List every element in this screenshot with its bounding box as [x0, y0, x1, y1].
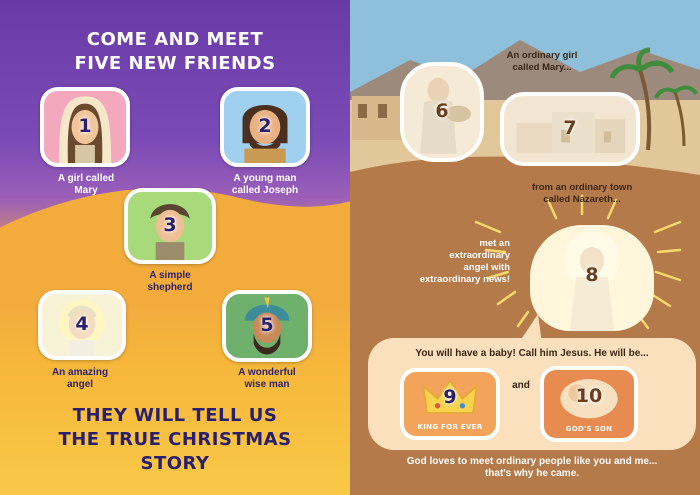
caption-line: A girl called — [57, 173, 115, 184]
text-line: from an ordinary town — [531, 182, 633, 193]
friend-tile-wise-man: 5 — [222, 290, 312, 362]
caption-line: A young man — [233, 173, 297, 184]
headline-intro: COME AND MEET FIVE NEW FRIENDS — [0, 28, 350, 76]
story-number-7: 7 — [563, 116, 577, 139]
friend-tile-joseph: 2 — [220, 87, 310, 167]
text-line: An ordinary girl — [506, 50, 578, 61]
friend-number-1: 1 — [78, 114, 92, 137]
friend-number-4: 4 — [75, 312, 89, 335]
friend-tile-shepherd: 3 — [124, 188, 216, 264]
friend-caption-angel: An amazing angel — [34, 367, 126, 391]
friend-caption-shepherd: A simple shepherd — [124, 270, 216, 294]
wise-man-illustration — [244, 297, 290, 355]
caption-line: A simple — [149, 270, 191, 281]
intro-text: An ordinary girl called Mary... — [472, 50, 612, 74]
closing-text: God loves to meet ordinary people like y… — [368, 456, 696, 480]
headline-intro-line-2: FIVE NEW FRIENDS — [74, 53, 276, 74]
angel-illustration — [58, 299, 106, 356]
story-number-9: 9 — [443, 385, 457, 408]
friend-number-3: 3 — [163, 213, 177, 236]
text-line: called Mary... — [512, 62, 572, 73]
mary-illustration — [58, 96, 112, 163]
friend-number-2: 2 — [258, 114, 272, 137]
caption-line: An amazing — [51, 367, 109, 378]
mary-with-basket-illustration — [420, 77, 471, 154]
story-panel-town: 7 — [500, 92, 640, 166]
speech-text: You will have a baby! Call him Jesus. He… — [415, 348, 649, 359]
headline-closing-line-2: THE TRUE CHRISTMAS — [58, 429, 292, 450]
headline-closing-line-3: STORY — [140, 453, 210, 474]
text-line: that's why he came. — [484, 468, 580, 479]
text-line: extraordinary news! — [419, 274, 510, 285]
text-line: God loves to meet ordinary people like y… — [406, 456, 658, 467]
gods-son-label: GOD'S SON — [565, 425, 613, 433]
story-panel-angel: 8 — [530, 225, 654, 331]
story-panel-mary: 6 — [400, 62, 484, 162]
friend-number-5: 5 — [260, 313, 274, 336]
joseph-illustration — [242, 104, 288, 163]
speech-bubble-tail — [518, 314, 542, 344]
text-line: angel with — [463, 262, 510, 273]
nazareth-town-illustration — [516, 112, 626, 154]
friend-caption-wise-man: A wonderful wise man — [218, 367, 316, 391]
friend-caption-mary: A girl called Mary — [40, 173, 132, 197]
caption-line: Mary — [74, 185, 98, 196]
headline-closing: THEY WILL TELL US THE TRUE CHRISTMAS STO… — [0, 404, 350, 476]
story-number-6: 6 — [435, 99, 449, 122]
town-text: from an ordinary town called Nazareth... — [502, 182, 662, 206]
angel-glow-illustration — [564, 231, 620, 331]
friend-tile-angel: 4 — [38, 290, 126, 360]
caption-line: shepherd — [147, 282, 193, 293]
text-line: extraordinary — [449, 250, 510, 261]
caption-line: A wonderful — [238, 367, 296, 378]
angel-text: met an extraordinary angel with extraord… — [378, 238, 510, 286]
king-for-ever-badge: 9 KING FOR EVER — [400, 368, 500, 440]
story-number-10: 10 — [575, 385, 603, 408]
king-for-ever-label: KING FOR EVER — [417, 423, 483, 431]
left-page: COME AND MEET FIVE NEW FRIENDS 1 A girl … — [0, 0, 350, 495]
text-line: met an — [479, 238, 510, 249]
caption-line: wise man — [244, 379, 290, 390]
caption-line: angel — [66, 379, 94, 390]
story-number-8: 8 — [585, 263, 599, 286]
friend-tile-mary: 1 — [40, 87, 130, 167]
crown-icon — [422, 379, 478, 414]
shepherd-illustration — [150, 204, 190, 260]
speech-bubble: You will have a baby! Call him Jesus. He… — [368, 314, 696, 450]
headline-closing-line-1: THEY WILL TELL US — [72, 405, 278, 426]
friend-caption-joseph: A young man called Joseph — [218, 173, 312, 197]
headline-intro-line-1: COME AND MEET — [86, 29, 264, 50]
and-word: and — [512, 380, 530, 391]
caption-line: called Joseph — [231, 185, 299, 196]
baby-jesus-icon — [560, 378, 618, 419]
gods-son-badge: 10 GOD'S SON — [540, 366, 638, 442]
text-line: called Nazareth... — [543, 194, 621, 205]
